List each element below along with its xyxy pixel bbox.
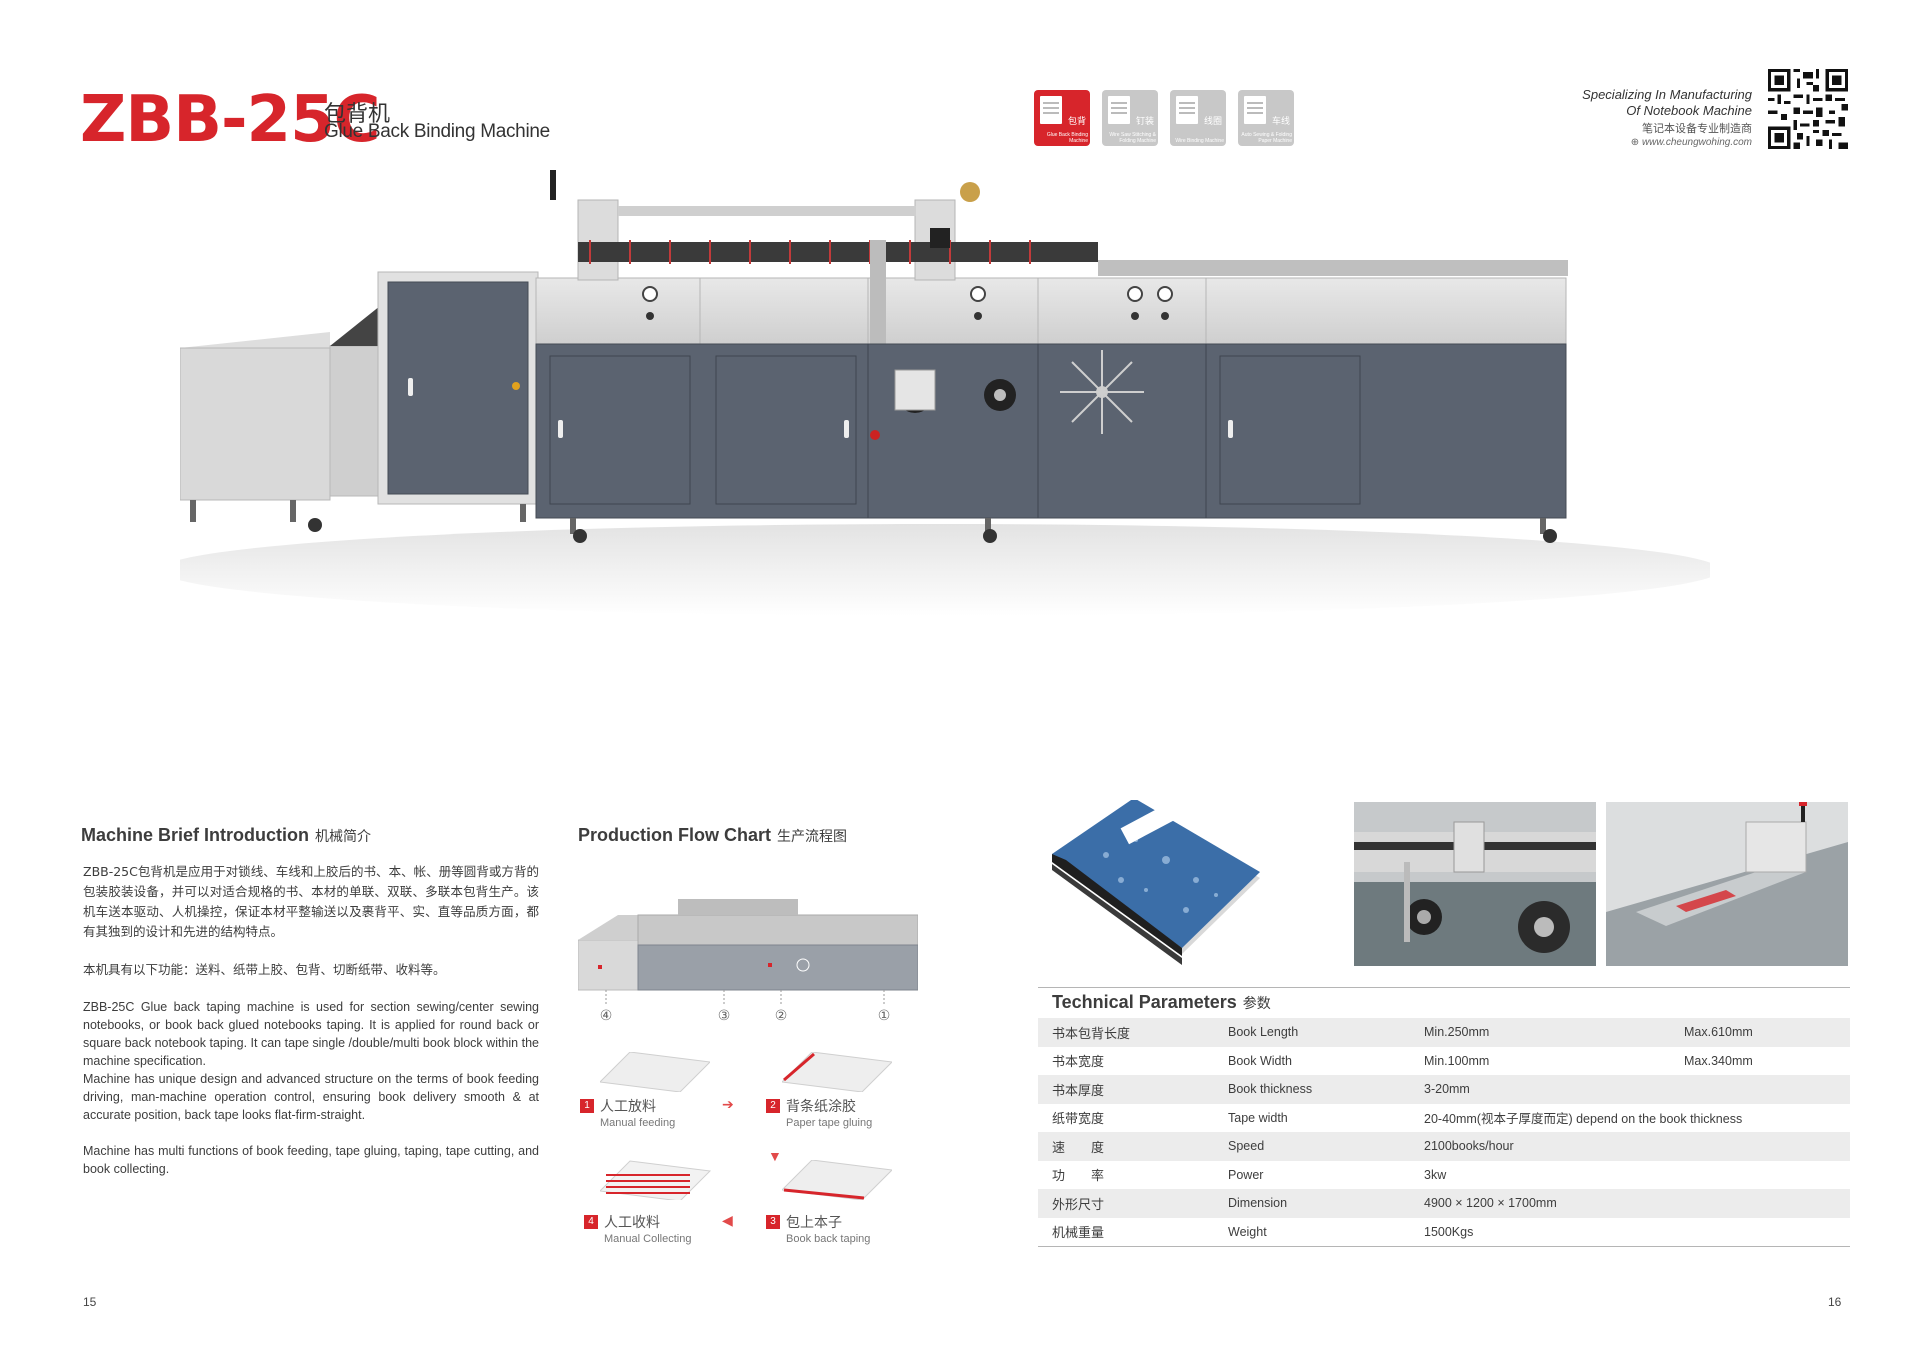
category-tab-glue-back[interactable]: 包背 Glue Back Binding Machine — [1034, 90, 1090, 146]
machine-detail-photo-1 — [1354, 802, 1596, 966]
qr-code-icon — [1768, 69, 1848, 149]
model-number: ZBB-25C — [80, 83, 381, 157]
intro-functions-en: Machine has multi functions of book feed… — [83, 1144, 539, 1176]
flow-machine-diagram: ④ ③ ② ① — [578, 899, 918, 1024]
flow-marker-2: ② — [775, 1008, 788, 1024]
intro-functions-cn: 本机具有以下功能：送料、纸带上胶、包背、切断纸带、收料等。 — [83, 962, 446, 977]
book-icon — [1176, 96, 1198, 124]
category-tab-stitching[interactable]: 钉装 Wire Saw Stitching & Folding Machine — [1102, 90, 1158, 146]
notebook-product-image — [1052, 800, 1260, 965]
book-icon — [1040, 96, 1062, 124]
arrow-down-icon: ▼ — [768, 1148, 782, 1164]
category-tab-sewing[interactable]: 车线 Auto Sewing & Folding Paper Machine — [1238, 90, 1294, 146]
arrow-right-icon: ➔ — [722, 1096, 734, 1112]
manual-feeding-icon — [600, 1052, 710, 1092]
table-row: 机械重量 Weight 1500Kgs — [1038, 1217, 1850, 1247]
table-row: 书本厚度 Book thickness 3-20mm — [1038, 1075, 1850, 1104]
flow-marker-4: ④ — [600, 1008, 613, 1024]
flow-marker-1: ① — [878, 1008, 891, 1024]
machine-illustration — [180, 170, 1710, 616]
table-row: 功 率 Power 3kw — [1052, 1167, 1447, 1185]
arrow-left-icon: ◀ — [722, 1212, 733, 1228]
intro-paragraph-en: ZBB-25C Glue back taping machine is used… — [83, 1000, 539, 1068]
tech-rule — [1038, 987, 1850, 988]
paper-tape-gluing-icon — [782, 1052, 892, 1092]
category-tab-wire-binding[interactable]: 线圈 Wire Binding Machine — [1170, 90, 1226, 146]
page-number-left: 15 — [83, 1295, 97, 1309]
book-icon — [1108, 96, 1130, 124]
manual-collecting-icon — [600, 1160, 712, 1200]
table-row: 书本包背长度 Book Length Min.250mm Max.610mm — [1038, 1018, 1850, 1047]
category-tabs: 包背 Glue Back Binding Machine 钉装 Wire Saw… — [1034, 90, 1294, 146]
table-row: 书本宽度 Book Width Min.100mm Max.340mm — [1052, 1053, 1753, 1071]
brand-tagline: Specializing In Manufacturing Of Noteboo… — [1582, 87, 1752, 148]
table-row: 外形尺寸 Dimension 4900 × 1200 × 1700mm — [1038, 1189, 1850, 1218]
table-row: 纸带宽度 Tape width 20-40mm(视本子厚度而定) depend … — [1052, 1110, 1743, 1128]
machine-detail-photo-2 — [1606, 802, 1848, 966]
page-number-right: 16 — [1828, 1295, 1842, 1309]
product-title-en: Glue Back Binding Machine — [324, 121, 550, 142]
intro-paragraph-en-2: Machine has unique design and advanced s… — [83, 1072, 539, 1122]
flow-marker-3: ③ — [718, 1008, 731, 1024]
tech-table: 书本包背长度 Book Length Min.250mm Max.610mm 书… — [1038, 1018, 1850, 1247]
website-link[interactable]: ⊕ www.cheungwohing.com — [1630, 137, 1752, 148]
book-back-taping-icon — [782, 1160, 892, 1200]
book-icon — [1244, 96, 1266, 124]
intro-paragraph-cn: ZBB-25C包背机是应用于对锁线、车线和上胶后的书、本、帐、册等圆背或方背的包… — [83, 864, 539, 939]
product-title-cn: 包背机 — [324, 102, 391, 127]
table-row: 速 度 Speed 2100books/hour — [1038, 1132, 1850, 1161]
intro-body: ZBB-25C包背机是应用于对锁线、车线和上胶后的书、本、帐、册等圆背或方背的包… — [83, 862, 539, 1178]
